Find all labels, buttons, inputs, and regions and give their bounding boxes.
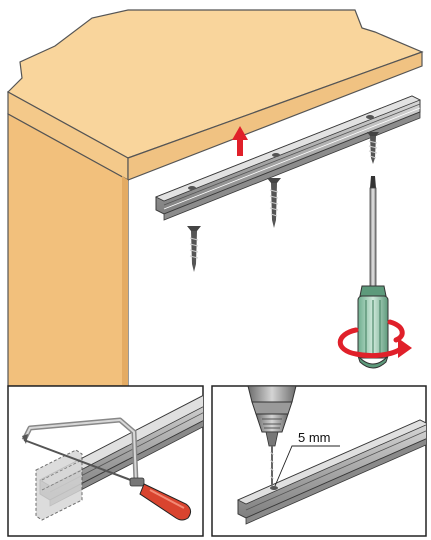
sliding-rail	[237, 419, 426, 525]
sliding-rail	[155, 95, 421, 221]
cabinet-side-edge	[122, 176, 128, 386]
screw	[267, 178, 281, 228]
cabinet-right-edge	[127, 51, 423, 181]
hacksaw-icon	[21, 417, 192, 521]
screw	[187, 226, 201, 272]
screw	[367, 132, 379, 164]
drill-icon	[247, 386, 297, 488]
screwdriver-icon	[357, 176, 389, 369]
clockwise-rotation-icon	[337, 319, 412, 359]
hole-diameter-label: 5 mm	[298, 430, 331, 445]
cut-off-segment	[35, 449, 83, 521]
up-arrow-icon	[232, 126, 248, 156]
cabinet	[7, 9, 424, 387]
dimension-leader	[274, 445, 340, 487]
